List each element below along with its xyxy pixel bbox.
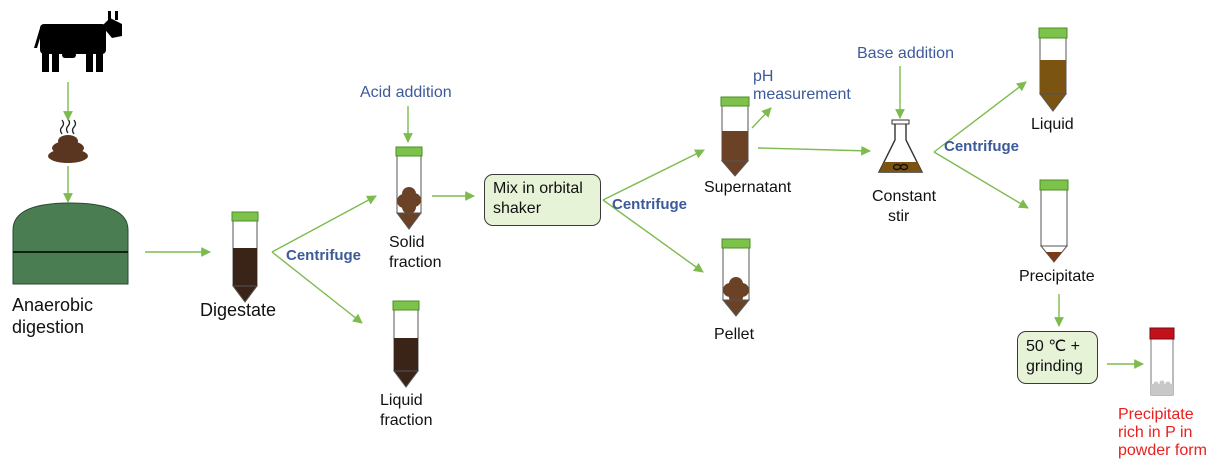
centrifuge-label: Centrifuge [944,138,1019,155]
acid-addition-label: Acid addition [360,84,452,101]
precipitate-label: Precipitate [1019,268,1095,285]
manure-icon [48,118,88,163]
liquid-label: Liquid [1031,116,1074,133]
digester-icon [12,202,129,285]
digestate-label: Digestate [200,300,277,320]
supernatant-label: Supernatant [704,179,792,196]
stir-bar-icon [892,163,909,171]
centrifuge-label: Centrifuge [612,196,687,213]
pellet-label: Pellet [714,326,755,343]
flask-icon [877,119,924,173]
drying-box [1017,331,1098,384]
tube-icon [1038,27,1068,112]
tube-icon [720,96,750,177]
anaerobic-digestion-label: Anaerobic digestion [12,295,94,337]
ph-measurement-label: pH measurement [753,68,851,103]
base-addition-label: Base addition [857,45,954,62]
drying-label: 50 ℃ + grinding [1026,338,1083,375]
final-product-label: Precipitate rich in P in powder form [1118,406,1207,459]
centrifuge-label: Centrifuge [286,247,361,264]
tube-icon [395,146,423,230]
flow-arrows [63,66,1144,369]
tube-icon [721,238,751,317]
tube-icon [1039,179,1069,263]
mix-shaker-label: Mix in orbital shaker [493,180,583,217]
tube-icon [1149,327,1175,396]
constant-stir-label: Constant stir [872,188,937,225]
tube-icon [392,300,420,388]
liquid-fraction-label: Liquid fraction [380,392,433,429]
solid-fraction-label: Solid fraction [389,234,442,271]
cow-icon [34,11,122,72]
tube-icon [231,211,259,303]
mix-shaker-box [484,174,601,226]
